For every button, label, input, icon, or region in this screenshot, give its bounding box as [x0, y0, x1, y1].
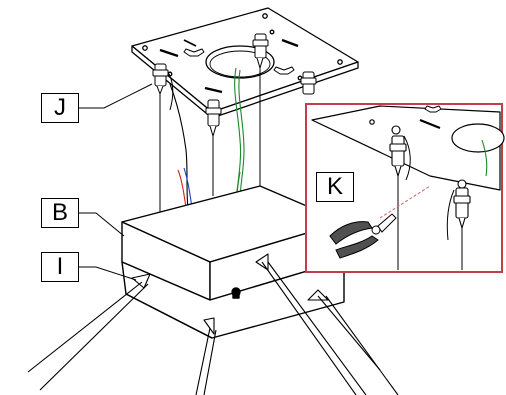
- ceiling-plate: [131, 7, 359, 119]
- cable-gripper-4: [300, 71, 317, 95]
- pliers-icon: [329, 213, 397, 259]
- label-k: K: [316, 172, 354, 202]
- label-j: J: [41, 93, 79, 123]
- label-b: B: [41, 198, 79, 228]
- label-i: I: [41, 252, 79, 282]
- suspension-cables: [159, 68, 261, 218]
- canopy-box: [121, 185, 345, 301]
- cable-gripper-1: [152, 63, 174, 111]
- cable-gripper-3: [252, 33, 269, 70]
- lower-cables: [27, 261, 399, 395]
- cable-gripper-2: [205, 99, 222, 138]
